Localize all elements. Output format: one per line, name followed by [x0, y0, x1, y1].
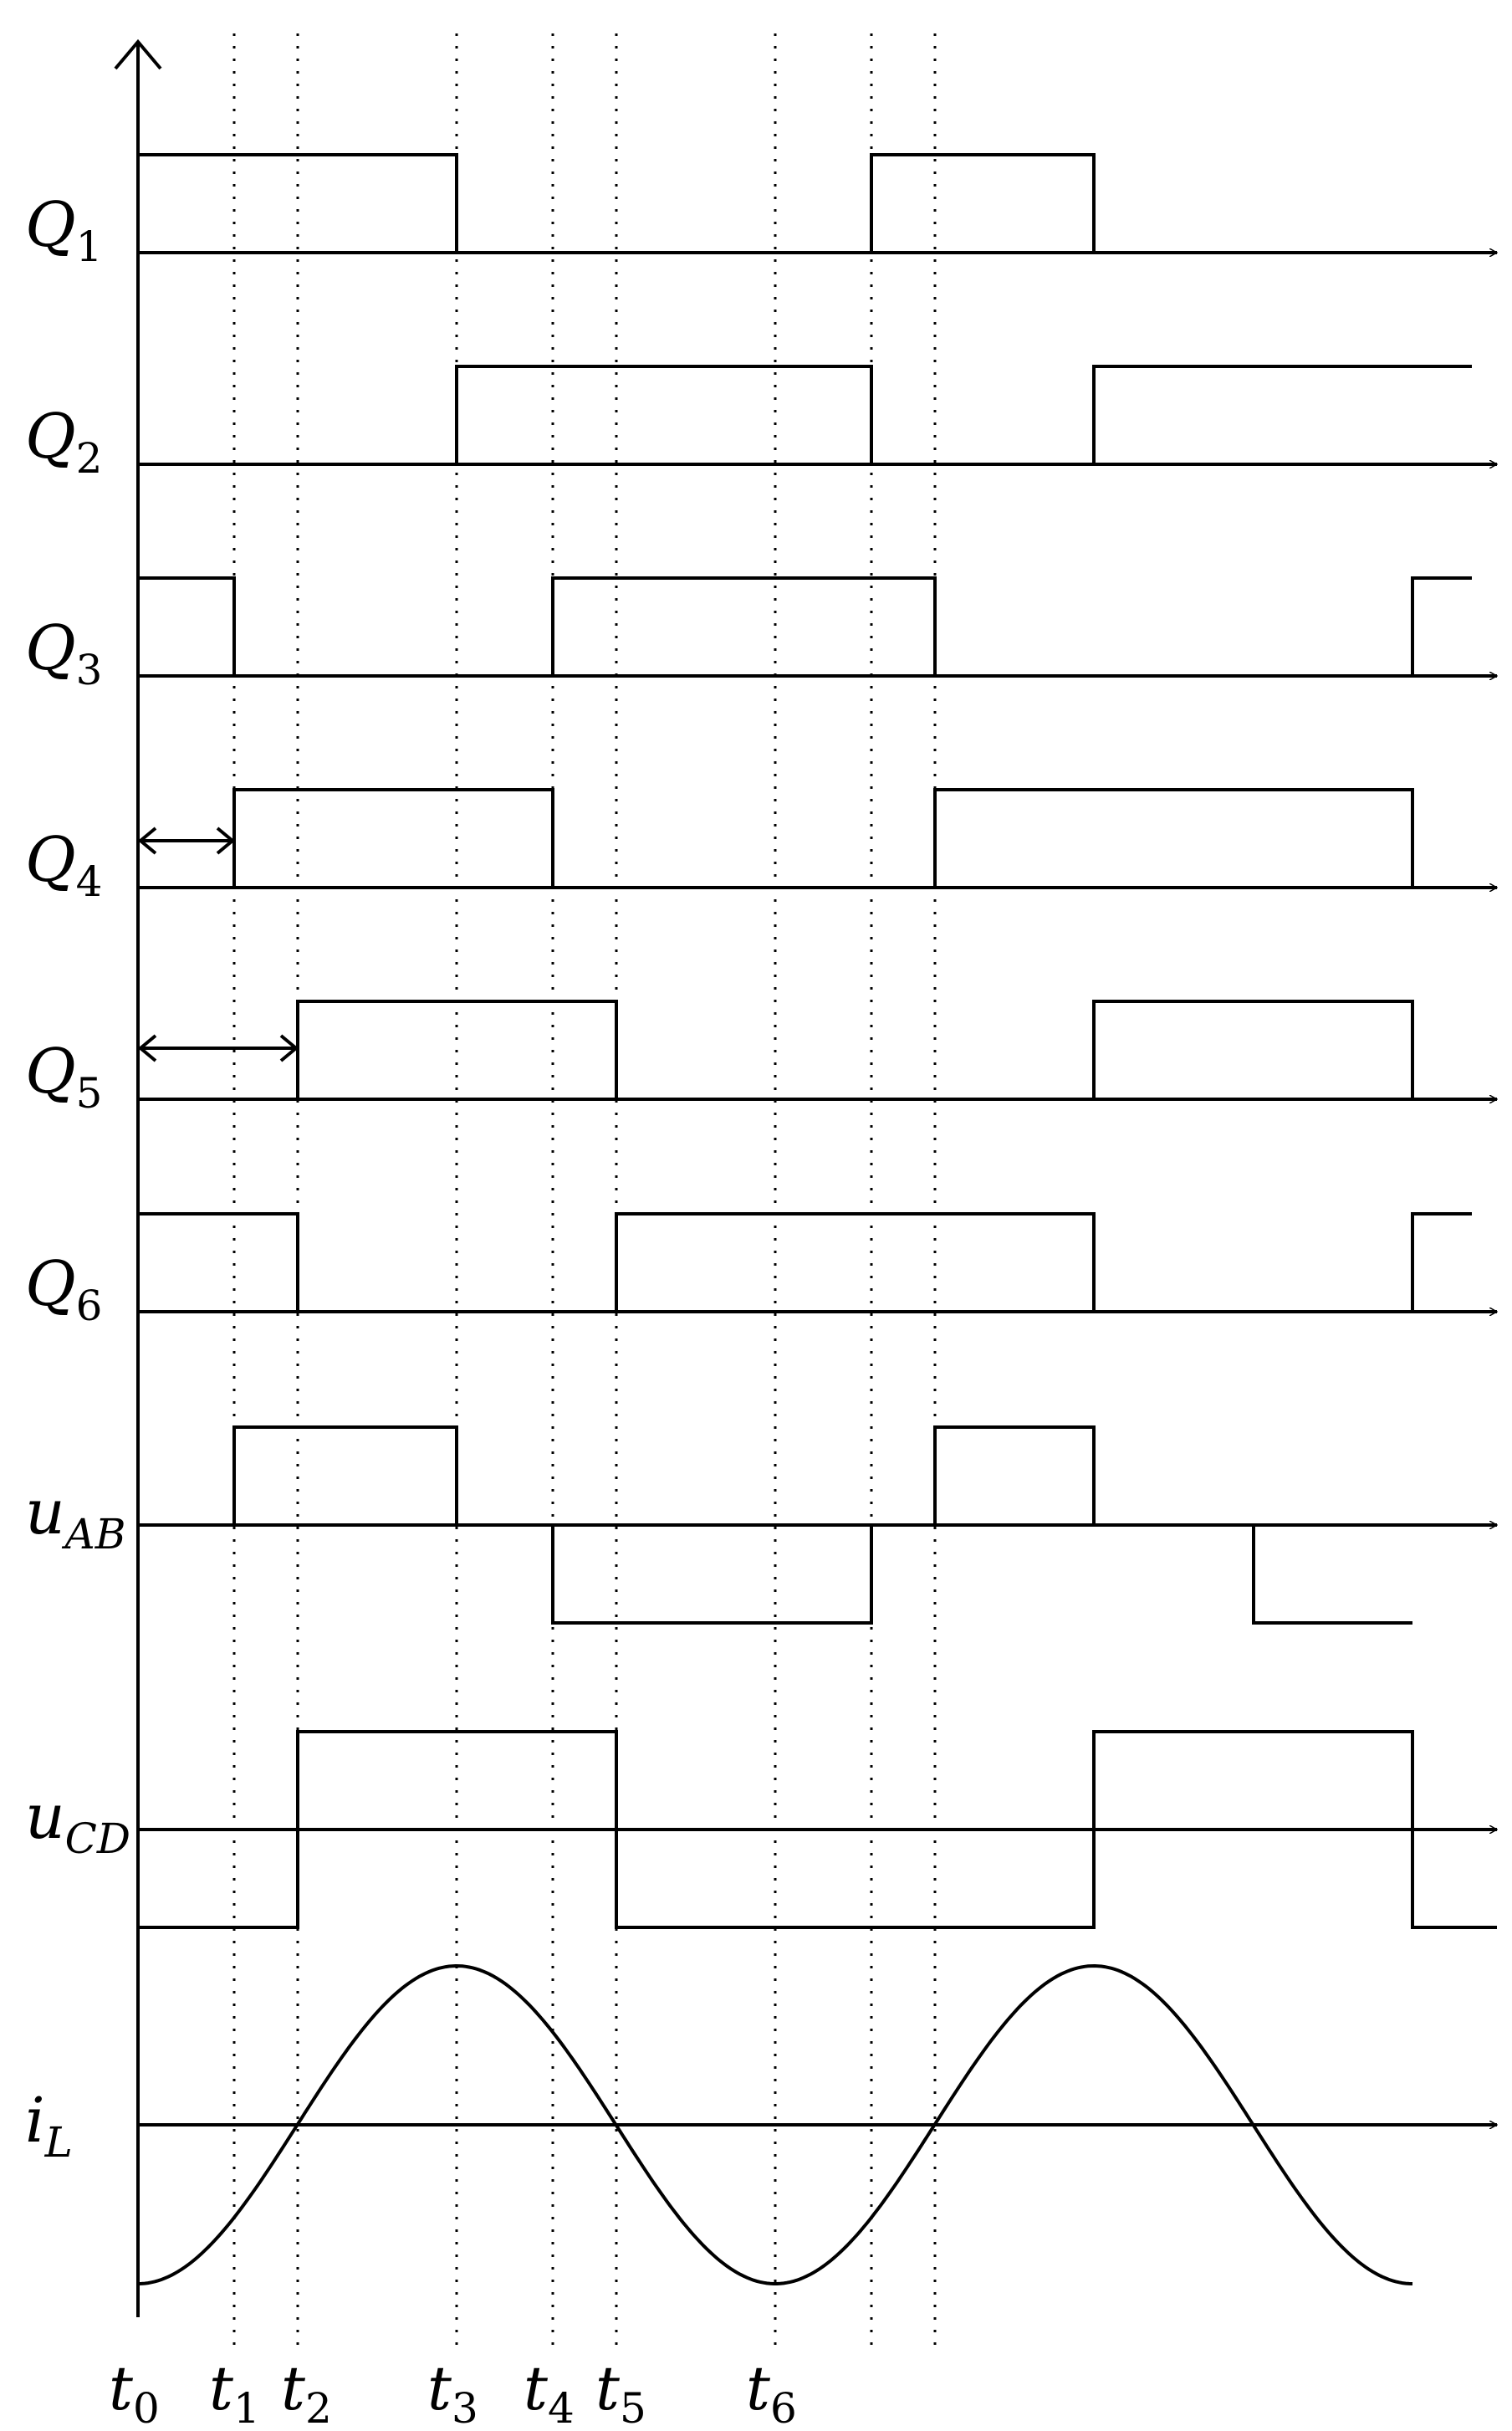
time-marker-1-sub: 1 — [233, 2384, 260, 2431]
time-marker-1: t1 — [209, 2353, 260, 2431]
signal-row-Q4: Q4 — [25, 788, 1497, 906]
time-marker-4-sub: 4 — [548, 2384, 575, 2431]
signal-row-uAB: uAB — [25, 1425, 1497, 1625]
Q5-label: Q5 — [25, 1036, 102, 1118]
q5-dead-time-arrow — [137, 1034, 299, 1062]
time-gridlines — [232, 33, 937, 2351]
Q1-label-sub: 1 — [76, 223, 103, 271]
time-marker-1-main: t — [209, 2353, 234, 2423]
dead-time-arrows — [137, 827, 299, 1062]
time-marker-6: t6 — [746, 2353, 797, 2431]
iL-label-sub: L — [44, 2118, 73, 2167]
iL-waveform — [137, 1963, 1413, 2285]
Q3-label-sub: 3 — [76, 646, 103, 694]
Q1-label-main: Q — [25, 189, 76, 261]
time-marker-2: t2 — [281, 2353, 332, 2431]
time-marker-5: t5 — [595, 2353, 646, 2431]
iL-label-main: i — [25, 2085, 45, 2157]
Q4-waveform — [138, 788, 1472, 889]
q4-dead-time-arrow — [137, 827, 236, 855]
uCD-waveform — [138, 1730, 1497, 1929]
time-marker-4: t4 — [524, 2353, 575, 2431]
time-marker-3-sub: 3 — [452, 2384, 478, 2431]
Q3-waveform — [138, 576, 1472, 678]
time-marker-3: t3 — [427, 2353, 478, 2431]
time-marker-0-main: t — [109, 2353, 134, 2423]
Q6-waveform — [138, 1212, 1472, 1313]
uAB-label-main: u — [25, 1477, 65, 1548]
time-marker-4-main: t — [524, 2353, 549, 2423]
signal-row-Q5: Q5 — [25, 1000, 1497, 1118]
uAB-label-sub: AB — [62, 1510, 126, 1558]
time-marker-3-main: t — [427, 2353, 452, 2423]
signal-row-Q1: Q1 — [25, 153, 1497, 271]
time-marker-5-sub: 5 — [620, 2384, 646, 2431]
Q5-label-sub: 5 — [76, 1069, 103, 1118]
time-marker-5-main: t — [595, 2353, 621, 2423]
time-marker-2-main: t — [281, 2353, 306, 2423]
time-marker-2-sub: 2 — [305, 2384, 332, 2431]
iL-label: iL — [25, 2085, 73, 2167]
uCD-label-main: u — [25, 1781, 65, 1853]
signal-row-Q3: Q3 — [25, 576, 1497, 694]
Q6-label-main: Q — [25, 1248, 76, 1320]
Q5-label-main: Q — [25, 1036, 76, 1108]
time-marker-0: t0 — [109, 2353, 160, 2431]
uAB-label: uAB — [25, 1477, 126, 1558]
Q2-label-sub: 2 — [76, 434, 103, 483]
signal-row-Q2: Q2 — [25, 365, 1497, 483]
Q5-waveform — [138, 1000, 1472, 1101]
Q6-label: Q6 — [25, 1248, 102, 1330]
vertical-axis-arrow-icon — [114, 38, 162, 70]
Q4-label: Q4 — [25, 824, 102, 906]
uCD-label-sub: CD — [65, 1814, 130, 1863]
time-axis — [114, 38, 162, 2317]
time-marker-6-sub: 6 — [770, 2384, 797, 2431]
time-marker-6-main: t — [746, 2353, 771, 2423]
Q2-waveform — [138, 365, 1472, 466]
Q3-label: Q3 — [25, 612, 102, 694]
Q3-label-main: Q — [25, 612, 76, 684]
Q4-label-sub: 4 — [76, 857, 103, 906]
signal-row-uCD: uCD — [25, 1730, 1497, 1929]
Q1-label: Q1 — [25, 189, 102, 271]
Q2-label: Q2 — [25, 401, 102, 483]
Q2-label-main: Q — [25, 401, 76, 473]
uCD-label: uCD — [25, 1781, 130, 1863]
Q4-label-main: Q — [25, 824, 76, 896]
uAB-waveform — [138, 1425, 1412, 1625]
signal-row-iL: iL — [25, 1963, 1497, 2285]
Q1-waveform — [138, 153, 1472, 254]
Q6-label-sub: 6 — [76, 1282, 103, 1330]
time-marker-0-sub: 0 — [133, 2384, 160, 2431]
signal-row-Q6: Q6 — [25, 1212, 1497, 1330]
